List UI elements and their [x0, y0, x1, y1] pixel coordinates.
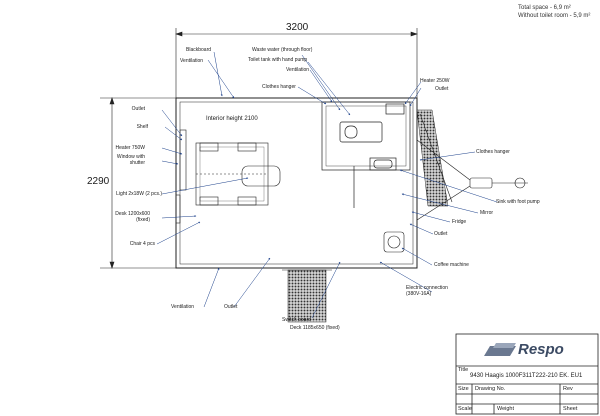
desk-with-chairs: [195, 142, 281, 206]
tow-bar: [416, 139, 528, 221]
label-switch-board: Switch board: [282, 317, 311, 323]
rev-label: Rev: [563, 386, 573, 392]
total-space-note: Total space - 6,9 m²: [518, 5, 571, 11]
label-chair: Chair 4 pcs: [129, 241, 155, 247]
label-interior-height: Interior height 2100: [206, 116, 258, 122]
label-outlet-right: Outlet: [434, 231, 448, 237]
label-mirror: Mirror: [480, 210, 494, 216]
label-heater-750: Heater 750W: [115, 145, 145, 151]
label-ventilation-bottom: Ventilation: [171, 304, 195, 310]
label-window-shutter: Window with shutter: [116, 154, 145, 166]
label-heater-250: Heater 250W: [420, 78, 450, 84]
label-outlet-top-right: Outlet: [435, 86, 449, 92]
without-toilet-note: Without toilet room - 5,9 m²: [518, 13, 591, 19]
bottom-deck: [282, 269, 332, 323]
label-outlet-bottom: Outlet: [224, 304, 238, 310]
label-coffee-machine: Coffee machine: [434, 262, 469, 268]
leader-lines: [156, 51, 498, 319]
label-ventilation-top: Ventilation: [180, 58, 204, 64]
height-dimension-label: 2290: [87, 176, 110, 187]
label-light: Light 2x18W (2 pcs.): [116, 191, 162, 197]
respo-logo-text: Respo: [518, 341, 564, 358]
label-ventilation-mid: Ventilation: [286, 67, 310, 73]
width-dimension-label: 3200: [286, 22, 309, 33]
label-clothes-hanger-top: Clothes hanger: [262, 84, 296, 90]
label-waste-water: Waste water (through floor): [252, 47, 313, 53]
label-toilet-tank: Toilet tank with hand pump: [248, 57, 308, 63]
label-desk-fixed: Desk 1200x600 (fixed): [115, 211, 150, 223]
coffee-machine: [383, 231, 405, 253]
label-blackboard: Blackboard: [186, 47, 212, 53]
toilet-room: [321, 101, 411, 208]
weight-label: Weight: [497, 406, 515, 412]
height-dimension: [100, 97, 176, 269]
label-deck: Deck 1185x650 (fixed): [290, 325, 340, 331]
title-value: 9430 Haagis 1000F311T222-210 EK. EU1: [470, 373, 583, 379]
title-label: Title: [458, 367, 469, 373]
sheet-label: Sheet: [563, 406, 578, 412]
respo-logo-mark: [484, 343, 516, 356]
scale-label: Scale: [458, 406, 472, 412]
label-fridge: Fridge: [452, 219, 467, 225]
label-outlet-left: Outlet: [131, 106, 145, 112]
label-shelf: Shelf: [136, 124, 148, 130]
label-clothes-hanger-right: Clothes hanger: [476, 149, 510, 155]
width-dimension: [175, 28, 418, 98]
size-label: Size: [458, 386, 469, 392]
drawing-no-label: Drawing No.: [475, 386, 506, 392]
label-sink: Sink with foot pump: [496, 199, 540, 205]
label-electric-connection: Electric connection (380V-16A): [406, 285, 448, 297]
